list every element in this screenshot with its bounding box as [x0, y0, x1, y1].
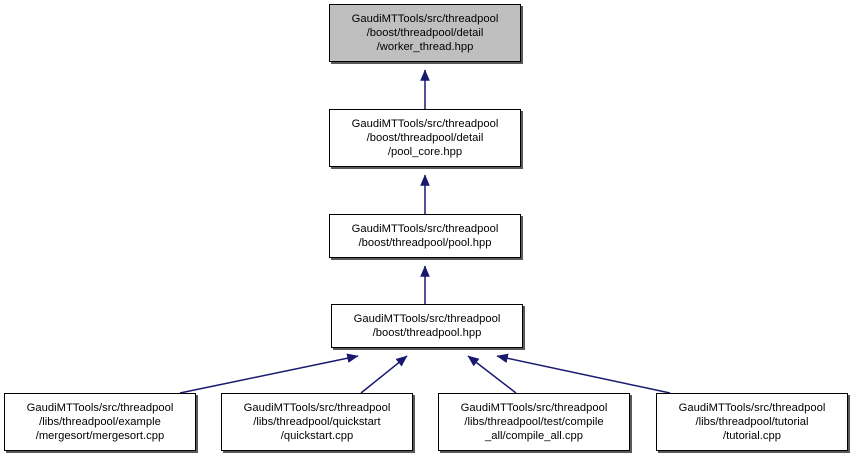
graph-node-label: GaudiMTTools/src/threadpool /libs/thread… [243, 402, 391, 442]
edge-quickstart-threadpool [360, 355, 408, 394]
graph-node-label: GaudiMTTools/src/threadpool /boost/threa… [351, 118, 499, 158]
graph-node-compile_all[interactable]: GaudiMTTools/src/threadpool /libs/thread… [438, 393, 630, 451]
graph-node-threadpool[interactable]: GaudiMTTools/src/threadpool /boost/threa… [331, 304, 523, 348]
graph-node-label: GaudiMTTools/src/threadpool /boost/threa… [353, 313, 501, 339]
edge-mergesort-threadpool [179, 353, 359, 394]
graph-node-label: GaudiMTTools/src/threadpool /libs/thread… [678, 402, 826, 442]
graph-node-worker_thread[interactable]: GaudiMTTools/src/threadpool /boost/threa… [329, 4, 521, 62]
graph-node-label: GaudiMTTools/src/threadpool /boost/threa… [351, 13, 499, 53]
graph-node-pool_core[interactable]: GaudiMTTools/src/threadpool /boost/threa… [329, 109, 521, 167]
graph-node-label: GaudiMTTools/src/threadpool /libs/thread… [26, 402, 174, 442]
edge-tutorial-threadpool [496, 353, 671, 394]
graph-node-label: GaudiMTTools/src/threadpool /boost/threa… [351, 223, 499, 249]
graph-node-tutorial[interactable]: GaudiMTTools/src/threadpool /libs/thread… [656, 393, 848, 451]
graph-node-mergesort[interactable]: GaudiMTTools/src/threadpool /libs/thread… [4, 393, 196, 451]
graph-node-quickstart[interactable]: GaudiMTTools/src/threadpool /libs/thread… [221, 393, 413, 451]
graph-node-label: GaudiMTTools/src/threadpool /libs/thread… [460, 402, 608, 442]
edge-compile_all-threadpool [467, 355, 517, 394]
graph-node-pool[interactable]: GaudiMTTools/src/threadpool /boost/threa… [329, 214, 521, 258]
